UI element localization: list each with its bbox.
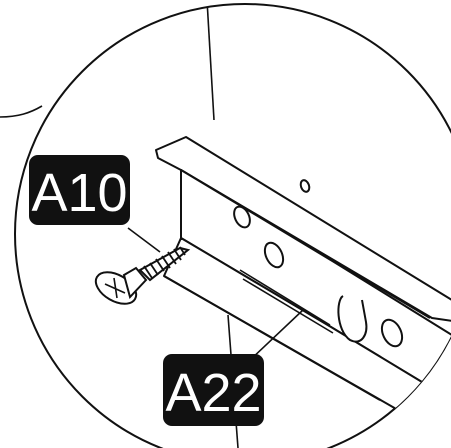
rail-top-flange (155, 136, 451, 323)
rail-holes (233, 179, 404, 348)
screw-shank (138, 246, 191, 282)
rail-slot (337, 295, 368, 343)
label-a22-background (163, 354, 264, 426)
rail-bottom-flange-edge (163, 275, 381, 401)
rail-hole (380, 318, 404, 348)
wall-corner-edge (206, 4, 215, 121)
label-a10: A10 (29, 155, 130, 225)
rail-groove-line (239, 269, 331, 326)
detail-content (94, 4, 451, 448)
screw-drive-cross (113, 277, 118, 299)
rail-hole (263, 241, 285, 269)
screw-label-leader (127, 227, 161, 253)
rail-label-leader (247, 309, 304, 363)
rail (155, 136, 451, 425)
wall-hole (299, 179, 311, 193)
label-a10-text: A10 (31, 163, 127, 223)
label-a22-text: A22 (165, 363, 261, 423)
leader-line (0, 105, 43, 118)
label-a10-background (29, 155, 130, 225)
rail-hole (233, 205, 251, 229)
rail-groove-line-2 (242, 278, 334, 334)
screw (94, 246, 191, 305)
screw-thread (143, 246, 186, 279)
screw-head-side (122, 266, 148, 299)
label-a22: A22 (163, 354, 264, 426)
